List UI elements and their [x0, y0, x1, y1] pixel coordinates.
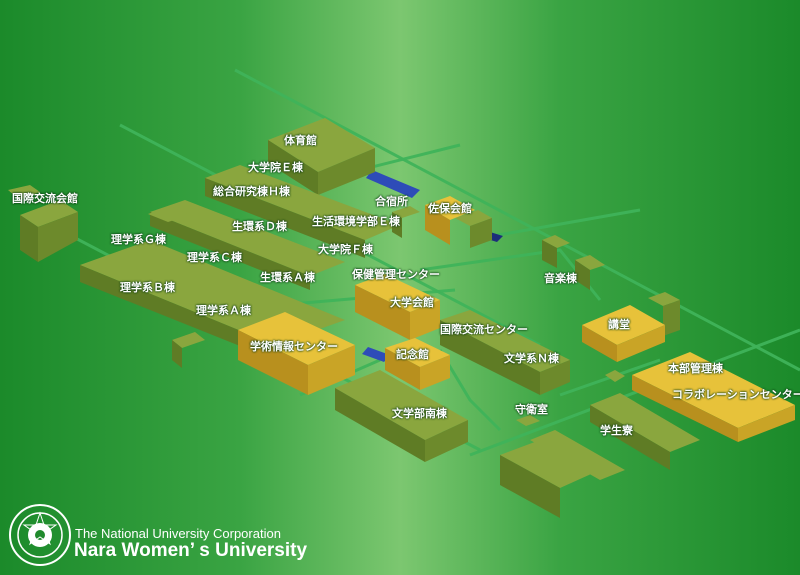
bldg-research-roof: [205, 165, 400, 240]
bldg-lodge-side: [392, 212, 402, 238]
bldg-auditorium-annex-roof: [648, 292, 680, 306]
bldg-lit-south-side: [335, 388, 425, 462]
bldg-memorial-side: [385, 348, 420, 390]
label-lit-n[interactable]: 文学系Ｎ棟: [504, 352, 559, 365]
university-logo: The National University Corporation Nara…: [8, 505, 308, 570]
bldg-saho-roof: [425, 196, 475, 220]
bldg-gym-roof: [268, 118, 375, 172]
corporation-text: The National University Corporation: [75, 526, 281, 541]
label-admin[interactable]: 本部管理棟: [668, 362, 723, 375]
bldg-dorm-annex-roof: [605, 370, 625, 382]
bldg-science-side: [80, 265, 275, 360]
bldg-univ-hall-roof: [355, 274, 440, 312]
bldg-sci-c-roof: [150, 200, 345, 276]
bldg-dorm-side3: [590, 405, 670, 470]
label-grad-e[interactable]: 大学院Ｅ棟: [248, 161, 303, 174]
bldg-dorm-roof1: [500, 440, 600, 488]
label-auditorium[interactable]: 講堂: [608, 318, 630, 331]
bldg-research-side: [205, 178, 365, 258]
bldg-saho-annex-front: [470, 218, 492, 248]
university-seal-icon: [9, 504, 71, 566]
pond: [362, 347, 390, 362]
bldg-dorm-roof3: [590, 393, 700, 452]
bldg-lit-n-roof: [440, 310, 570, 372]
bldg-dorm-side1: [500, 455, 560, 518]
bldg-gym-front: [318, 148, 375, 195]
yellow-buildings: [238, 196, 795, 442]
label-sci-g[interactable]: 理学系Ｇ棟: [111, 233, 166, 246]
bldg-intl-kaikan-side: [20, 215, 38, 262]
label-music[interactable]: 音楽棟: [544, 272, 577, 285]
bldg-info-center-side: [238, 330, 308, 395]
bldg-music-roof1: [542, 235, 570, 248]
bldg-music-roof2: [575, 255, 605, 270]
bldg-lit-n-front: [540, 360, 570, 395]
label-intl-kaikan[interactable]: 国際交流会館: [12, 192, 78, 205]
label-gym[interactable]: 体育館: [284, 134, 317, 147]
bldg-auditorium-front: [617, 325, 665, 362]
label-sci-b[interactable]: 理学系Ｂ棟: [120, 281, 175, 294]
label-lodge[interactable]: 合宿所: [375, 195, 408, 208]
label-bioenv-d[interactable]: 生環系Ｄ棟: [232, 220, 287, 233]
label-health-center[interactable]: 保健管理センター: [352, 268, 440, 281]
bldg-admin-roof: [632, 352, 795, 428]
bldg-gym-side: [268, 140, 318, 195]
green-buildings: [8, 118, 700, 518]
label-guard[interactable]: 守衛室: [515, 403, 548, 416]
bldg-memorial-roof: [385, 338, 450, 367]
bldg-intl-kaikan-roof2: [20, 200, 78, 227]
canal-north: [366, 170, 420, 198]
road-east: [469, 328, 800, 457]
label-intl-center[interactable]: 国際交流センター: [440, 323, 528, 336]
bldg-info-center-roof: [238, 312, 355, 365]
bldg-lodge-roof: [392, 206, 420, 218]
bldg-univ-hall-side: [355, 285, 410, 340]
bldg-auditorium-roof: [582, 305, 665, 345]
road-north-diagonal: [234, 68, 800, 372]
bldg-music-side1: [542, 240, 557, 268]
bldg-lit-south-roof: [335, 370, 468, 440]
label-grad-f[interactable]: 大学院Ｆ棟: [318, 243, 373, 256]
bldg-intl-kaikan-roof1: [8, 185, 40, 200]
label-life-env-e[interactable]: 生活環境学部Ｅ棟: [312, 215, 400, 228]
label-lit-south[interactable]: 文学部南棟: [392, 407, 447, 420]
bldg-intl-kaikan-front: [38, 212, 78, 262]
bldg-lit-south-front: [425, 420, 468, 462]
bldg-univ-hall-front: [410, 300, 440, 340]
label-sahokaikan[interactable]: 佐保会館: [428, 202, 472, 215]
bldg-lit-n-side: [440, 320, 540, 395]
bldg-auditorium-annex-front: [663, 300, 680, 336]
label-info-center[interactable]: 学術情報センター: [250, 340, 338, 353]
label-sci-c[interactable]: 理学系Ｃ棟: [187, 251, 242, 264]
university-name: Nara Women’ s University: [74, 540, 308, 561]
bldg-sci-a-annex-roof: [172, 332, 205, 348]
bldg-sci-g-roof: [148, 206, 190, 222]
bldg-memorial-front: [420, 355, 450, 390]
label-memorial[interactable]: 記念館: [396, 348, 429, 361]
label-bioenv-a[interactable]: 生環系Ａ棟: [260, 271, 315, 284]
bldg-music-side2: [575, 260, 590, 290]
bldg-guard-roof: [516, 415, 540, 426]
bldg-dorm-roof2: [530, 430, 625, 480]
bldg-auditorium-side: [582, 325, 617, 362]
label-research-h[interactable]: 総合研究棟Ｈ棟: [213, 185, 290, 198]
bldg-admin-side: [632, 375, 738, 442]
label-collab-center[interactable]: コラボレーションセンター: [672, 388, 800, 401]
bldg-admin-front: [738, 405, 795, 442]
bldg-sci-c-side: [150, 212, 310, 290]
bldg-saho-side: [425, 205, 450, 245]
bldg-sci-a-annex-side: [172, 340, 182, 368]
label-dorm[interactable]: 学生寮: [600, 424, 633, 437]
bldg-info-center-front: [308, 345, 355, 395]
label-sci-a[interactable]: 理学系Ａ棟: [196, 304, 251, 317]
bldg-saho-annex-roof: [455, 210, 492, 226]
label-univ-hall[interactable]: 大学会館: [390, 296, 434, 309]
